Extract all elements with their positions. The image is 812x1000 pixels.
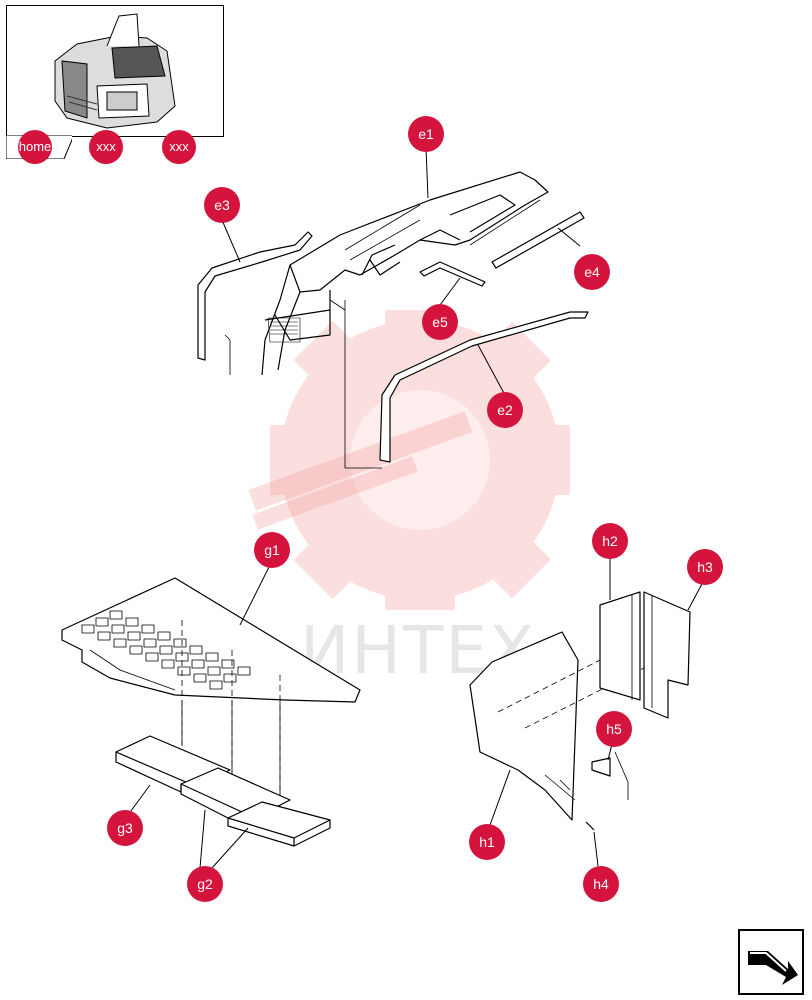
- callout-g3[interactable]: g3: [107, 810, 143, 846]
- overview-thumbnail: [6, 5, 224, 137]
- callout-g1[interactable]: g1: [254, 532, 290, 568]
- callout-h2[interactable]: h2: [592, 523, 628, 559]
- rod-e5: [419, 261, 486, 287]
- arrow-forward-icon[interactable]: [738, 929, 804, 995]
- home-button[interactable]: home: [18, 130, 52, 164]
- callout-e3[interactable]: e3: [204, 187, 240, 223]
- seal-e3: [197, 231, 313, 375]
- callout-g2[interactable]: g2: [187, 866, 223, 902]
- insulation-h2: [599, 591, 641, 701]
- callout-h4[interactable]: h4: [583, 866, 619, 902]
- callout-e2[interactable]: e2: [487, 392, 523, 428]
- callout-e1[interactable]: e1: [408, 116, 444, 152]
- machine-overview-image: [54, 13, 176, 129]
- callout-h5[interactable]: h5: [596, 711, 632, 747]
- mats-g2-g3: [115, 735, 331, 847]
- floor-plate-g1: [61, 577, 361, 820]
- weatherstrip-e4: [469, 199, 585, 269]
- next-page-button[interactable]: xxx: [162, 130, 196, 164]
- callout-h3[interactable]: h3: [687, 549, 723, 585]
- prev-page-button[interactable]: xxx: [89, 130, 123, 164]
- callout-h1[interactable]: h1: [469, 824, 505, 860]
- callout-e5[interactable]: e5: [422, 304, 458, 340]
- door-seal-e2: [379, 311, 589, 463]
- callout-e4[interactable]: e4: [574, 254, 610, 290]
- cab-roof-panel-e1: [261, 171, 549, 469]
- clip-h5: [591, 751, 629, 800]
- insulation-h3: [643, 591, 691, 719]
- fastener-h4: [585, 821, 595, 831]
- leader-lines: [127, 147, 704, 869]
